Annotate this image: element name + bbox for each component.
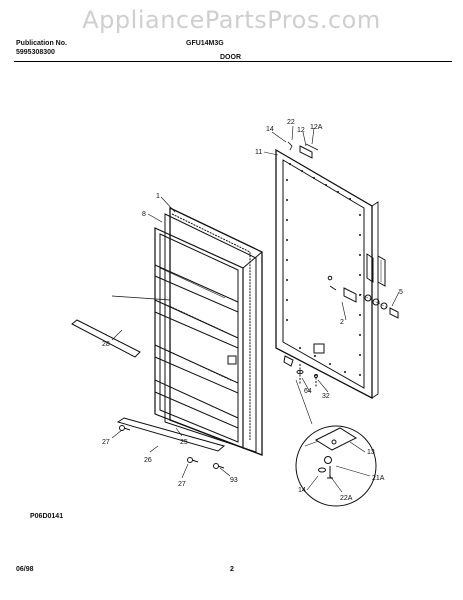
callout-label: 32 [322,393,330,400]
liner-clip [227,355,237,365]
door-shelves [154,264,239,429]
callout-label: 5 [399,289,403,296]
publication-label: Publication No. [16,40,67,47]
lock-assembly [359,293,399,319]
callout-label: 93 [230,477,238,484]
callout-label: 14 [298,487,306,494]
callout-label: 25 [180,439,188,446]
diagram-code: P06D0141 [30,513,64,520]
door-liner [154,206,263,456]
callout-label: 13 [367,449,375,456]
header-rule [14,61,452,62]
callout-label: 11 [255,149,262,156]
callout-label: 26 [144,457,152,464]
callout-label: 1 [156,193,160,200]
outer-door-panel [275,148,379,400]
bottom-hinge-plate [313,343,325,354]
callout-label: 27 [102,439,110,446]
watermark: AppliancePartsPros.com [82,6,381,34]
publication-number: 5995308300 [16,49,55,56]
screws [119,425,225,469]
callout-label: 22A [340,495,353,502]
page-number: 2 [230,566,234,573]
leader-line-inset [295,379,313,425]
lock-bracket [327,275,357,303]
model-number: GFU14M3G [186,40,224,47]
bottom-rail [116,417,226,452]
callout-leaders [111,125,400,493]
callout-label: 27 [178,481,186,488]
door-rivets [286,163,361,376]
leader-line-bar [111,295,171,301]
section-title: DOOR [220,54,241,61]
callout-label: 14 [266,126,274,133]
callout-labels: 1 8 11 14 22 12 12A 5 2 64 32 28 27 25 2… [102,119,403,502]
callout-label: 8 [142,211,146,218]
handle-brackets [366,253,386,287]
callout-label: 64 [304,388,312,395]
callout-label: 2 [340,319,344,326]
callout-label: 21A [372,475,385,482]
footer-date: 06/98 [16,566,34,573]
callout-label: 28 [102,341,110,348]
top-hinge [287,141,319,159]
hinge-pin-parts [283,355,318,388]
callout-label: 22 [287,119,295,126]
callout-label: 12 [297,127,305,134]
detail-inset [295,425,377,507]
shelf-bar [71,319,141,358]
callout-label: 12A [310,124,323,131]
